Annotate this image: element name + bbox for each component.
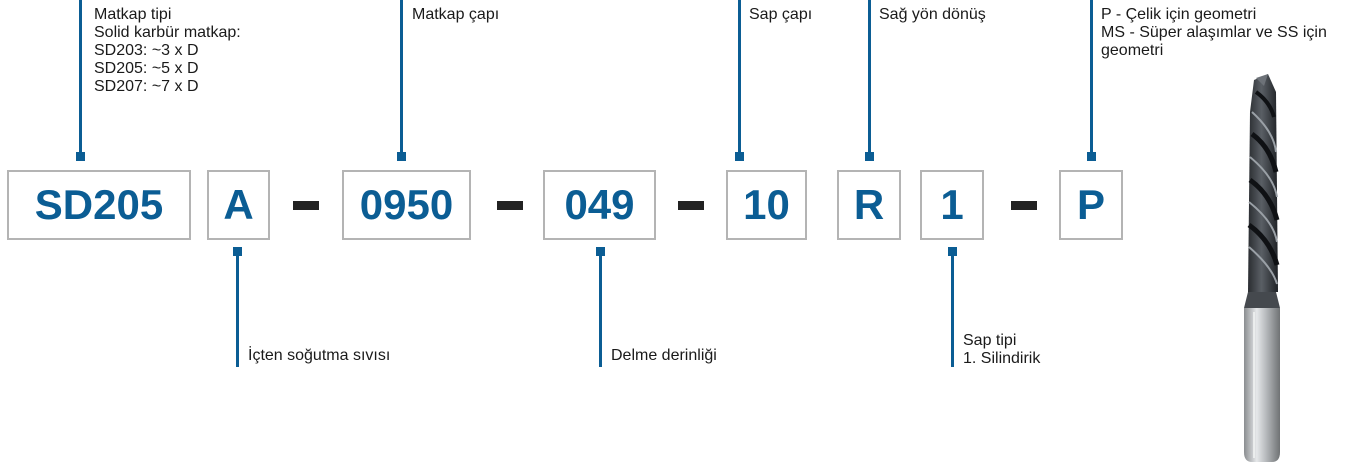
leader-line-shank-type: [951, 250, 954, 367]
separator-dash: [678, 201, 704, 210]
code-segment-diameter: 0950: [342, 170, 471, 240]
separator-dash: [1011, 201, 1037, 210]
leader-marker: [397, 152, 406, 161]
leader-line-rotation: [868, 0, 871, 155]
label-drilling-depth: Delme derinliği: [611, 347, 717, 364]
label-rotation: Sağ yön dönüş: [879, 6, 986, 23]
drill-bit-icon: [1244, 74, 1280, 462]
leader-marker: [1087, 152, 1096, 161]
leader-line-shank-diameter: [738, 0, 741, 155]
leader-line-drill-diameter: [400, 0, 403, 155]
leader-marker: [865, 152, 874, 161]
code-segment-depth: 049: [543, 170, 656, 240]
separator-dash: [497, 201, 523, 210]
label-shank-type: Sap tipi 1. Silindirik: [963, 332, 1041, 367]
leader-line-depth: [599, 250, 602, 367]
code-segment-series: SD205: [7, 170, 191, 240]
leader-line-geometry: [1090, 0, 1093, 155]
leader-line-drill-type: [79, 0, 82, 155]
label-drill-diameter: Matkap çapı: [412, 6, 500, 23]
leader-marker: [76, 152, 85, 161]
label-coolant: İçten soğutma sıvısı: [248, 347, 391, 364]
code-segment-rotation: R: [837, 170, 901, 240]
label-geometry: P - Çelik için geometri MS - Süper alaşı…: [1101, 6, 1327, 59]
leader-line-coolant: [236, 250, 239, 367]
label-shank-diameter: Sap çapı: [749, 6, 813, 23]
code-segment-shank-diameter: 10: [726, 170, 807, 240]
code-segment-shank-type: 1: [920, 170, 984, 240]
label-drill-type: Matkap tipi Solid karbür matkap: SD203: …: [94, 6, 241, 95]
code-segment-coolant: A: [207, 170, 270, 240]
separator-dash: [293, 201, 319, 210]
leader-marker: [735, 152, 744, 161]
code-segment-geometry: P: [1059, 170, 1123, 240]
